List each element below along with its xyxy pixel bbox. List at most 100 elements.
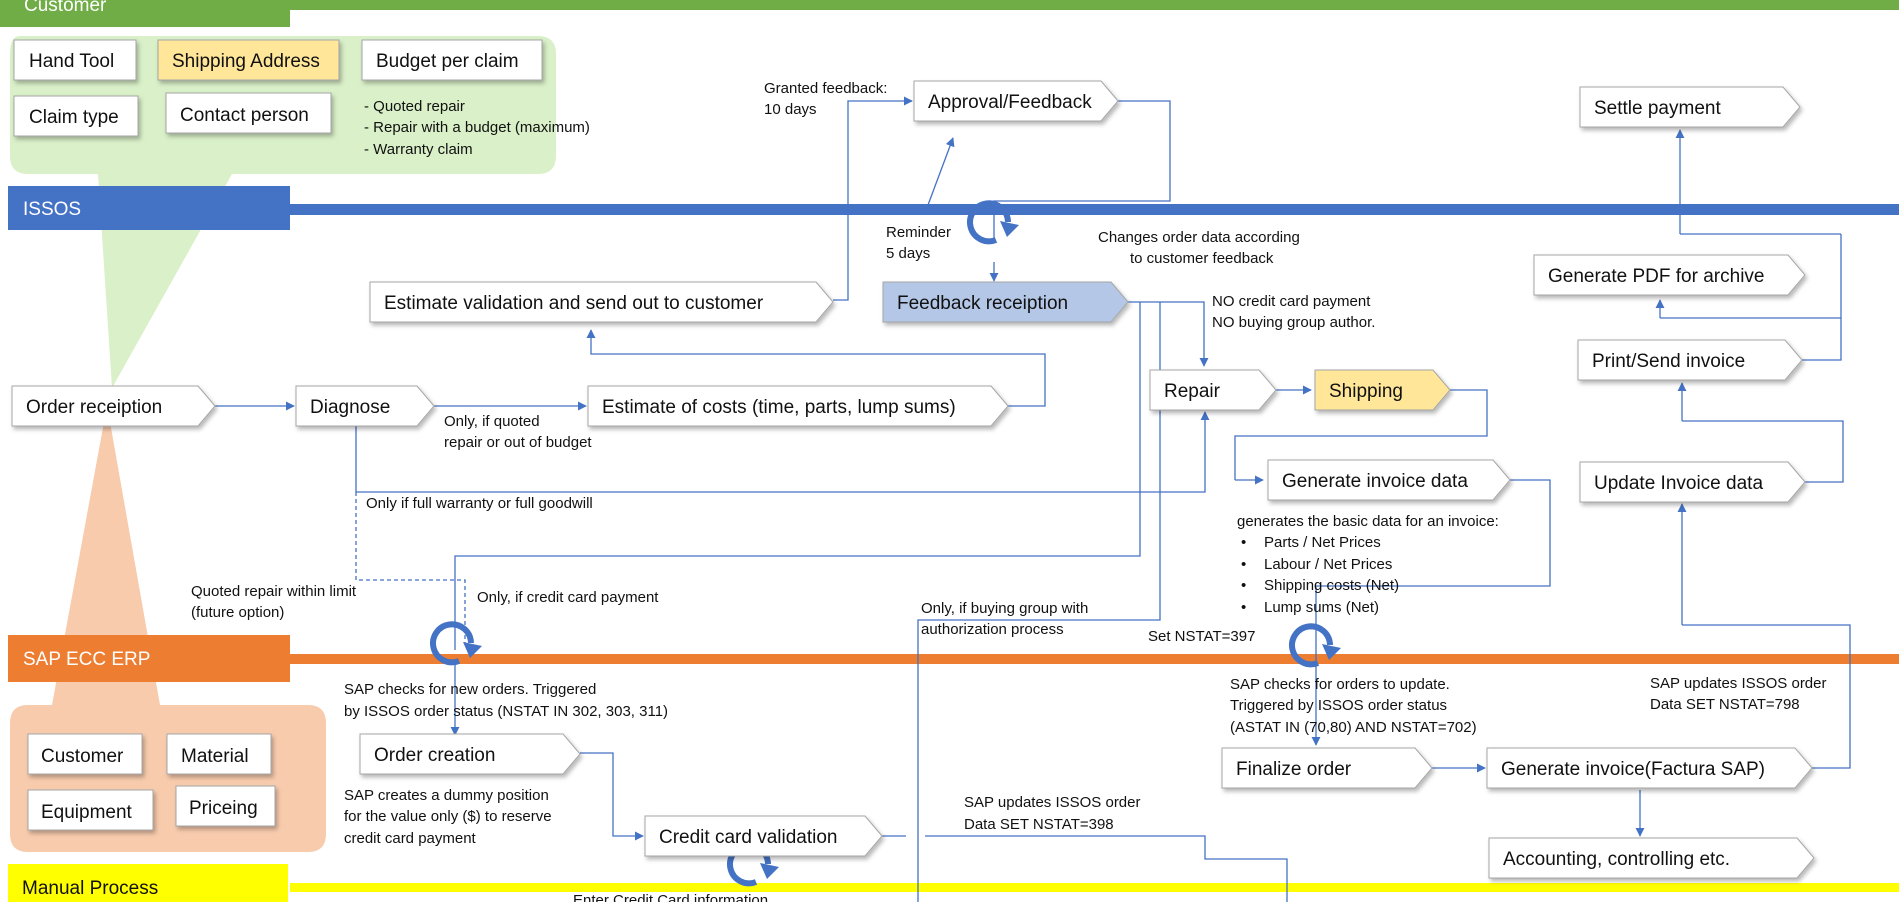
svg-text:Only, if quoted: Only, if quoted: [444, 413, 540, 430]
note-sap-dummy-position: SAP creates a dummy position for the val…: [344, 787, 552, 847]
note-sap-updates-798: SAP updates ISSOS order Data SET NSTAT=7…: [1650, 675, 1827, 713]
step-update-invoice-data: Update Invoice data: [1579, 461, 1806, 503]
svg-text:Estimate validation and send o: Estimate validation and send out to cust…: [384, 293, 764, 314]
note-only-full-warranty: Only if full warranty or full goodwill: [366, 495, 593, 512]
svg-text:credit card payment: credit card payment: [344, 830, 477, 847]
svg-text:- Repair with a budget (maximu: - Repair with a budget (maximum): [364, 119, 590, 136]
step-print-send-invoice: Print/Send invoice: [1577, 339, 1803, 381]
sap-lane-label: SAP ECC ERP: [23, 649, 150, 670]
step-settle-payment: Settle payment: [1579, 86, 1801, 128]
svg-text:Customer: Customer: [41, 746, 124, 767]
svg-text:- Quoted repair: - Quoted repair: [364, 98, 465, 115]
step-estimate-of-costs: Estimate of costs (time, parts, lump sum…: [587, 385, 1009, 427]
note-sap-updates-398: SAP updates ISSOS order Data SET NSTAT=3…: [964, 794, 1141, 833]
sap-data-priceing: Priceing: [175, 785, 276, 827]
refresh-icon: [1289, 623, 1341, 668]
step-generate-pdf: Generate PDF for archive: [1533, 254, 1806, 296]
step-feedback-receiption: Feedback receiption: [882, 281, 1129, 323]
sap-lane-line: [290, 654, 1899, 664]
note-only-credit-card: Only, if credit card payment: [477, 589, 659, 606]
customer-callout: [10, 36, 556, 388]
note-granted-feedback: Granted feedback: 10 days: [764, 80, 887, 118]
customer-data-claim-type: Claim type: [13, 95, 139, 137]
step-approval-feedback: Approval/Feedback: [913, 80, 1119, 122]
svg-text:Data SET NSTAT=398: Data SET NSTAT=398: [964, 816, 1114, 833]
svg-text:Update Invoice data: Update Invoice data: [1594, 473, 1763, 494]
issos-lane-line: [290, 204, 1899, 215]
issos-lane-header: [8, 186, 290, 230]
svg-text:Accounting, controlling etc.: Accounting, controlling etc.: [1503, 849, 1730, 870]
manual-lane-line: [290, 883, 1899, 892]
svg-text:Shipping costs (Net): Shipping costs (Net): [1264, 577, 1399, 594]
svg-text:SAP updates ISSOS order: SAP updates ISSOS order: [964, 794, 1141, 811]
customer-lane-header: [0, 0, 290, 27]
svg-text:Data SET NSTAT=798: Data SET NSTAT=798: [1650, 696, 1800, 713]
sap-lane-header: [8, 635, 290, 682]
svg-text:to customer feedback: to customer feedback: [1130, 250, 1274, 267]
note-enter-credit-card: Enter Credit Card information: [573, 892, 768, 902]
svg-text:Budget per claim: Budget per claim: [376, 51, 519, 72]
svg-text:Material: Material: [181, 746, 249, 767]
svg-text:(ASTAT IN (70,80) AND NSTAT=70: (ASTAT IN (70,80) AND NSTAT=702): [1230, 719, 1477, 736]
svg-text:5 days: 5 days: [886, 245, 930, 262]
refresh-icon: [430, 621, 482, 666]
svg-text:NO credit card payment: NO credit card payment: [1212, 293, 1371, 310]
step-generate-invoice: Generate invoice(Factura SAP): [1486, 747, 1813, 789]
note-quoted-within-limit: Quoted repair within limit (future optio…: [191, 583, 357, 621]
manual-lane-header: [8, 864, 288, 902]
svg-text:•: •: [1241, 556, 1246, 573]
svg-text:Order receiption: Order receiption: [26, 397, 162, 418]
svg-text:•: •: [1241, 534, 1246, 551]
svg-text:by ISSOS order status (NSTAT I: by ISSOS order status (NSTAT IN 302, 303…: [344, 703, 668, 720]
sap-data-material: Material: [166, 733, 272, 775]
customer-lane-label: Customer: [24, 0, 107, 16]
svg-text:Repair: Repair: [1164, 381, 1221, 402]
svg-text:Generate PDF for archive: Generate PDF for archive: [1548, 266, 1764, 287]
issos-lane-label: ISSOS: [23, 199, 81, 220]
step-credit-card-validation: Credit card validation: [644, 815, 883, 857]
step-order-creation: Order creation: [359, 733, 581, 775]
svg-text:Order creation: Order creation: [374, 745, 495, 766]
svg-text:Granted feedback:: Granted feedback:: [764, 80, 887, 97]
svg-text:(future option): (future option): [191, 604, 284, 621]
note-sap-checks-new: SAP checks for new orders. Triggered by …: [344, 681, 668, 720]
svg-text:Hand Tool: Hand Tool: [29, 51, 114, 72]
svg-text:Diagnose: Diagnose: [310, 397, 390, 418]
svg-text:authorization process: authorization process: [921, 621, 1064, 638]
svg-text:Shipping Address: Shipping Address: [172, 51, 320, 72]
customer-lane-line: [290, 0, 1899, 10]
customer-data-hand-tool: Hand Tool: [13, 39, 137, 81]
svg-text:Equipment: Equipment: [41, 802, 133, 823]
step-finalize-order: Finalize order: [1221, 747, 1433, 789]
manual-lane-label: Manual Process: [22, 878, 158, 899]
note-only-if-quoted: Only, if quoted repair or out of budget: [444, 413, 592, 451]
svg-text:SAP checks for new orders. Tri: SAP checks for new orders. Triggered: [344, 681, 596, 698]
svg-text:Only, if buying group with: Only, if buying group with: [921, 600, 1088, 617]
svg-text:Priceing: Priceing: [189, 798, 258, 819]
svg-text:Finalize order: Finalize order: [1236, 759, 1352, 780]
svg-text:Triggered by ISSOS order statu: Triggered by ISSOS order status: [1230, 697, 1447, 714]
customer-data-shipping-address: Shipping Address: [157, 39, 340, 81]
customer-data-budget-per-claim: Budget per claim: [361, 39, 543, 81]
step-order-receiption: Order receiption: [11, 385, 216, 427]
svg-text:Shipping: Shipping: [1329, 381, 1403, 402]
svg-text:Feedback receiption: Feedback receiption: [897, 293, 1068, 314]
svg-text:Contact person: Contact person: [180, 105, 309, 126]
svg-text:Labour / Net Prices: Labour / Net Prices: [1264, 556, 1392, 573]
svg-text:for the value only ($) to rese: for the value only ($) to reserve: [344, 808, 552, 825]
svg-text:SAP creates a dummy position: SAP creates a dummy position: [344, 787, 549, 804]
svg-text:Generate invoice(Factura SAP): Generate invoice(Factura SAP): [1501, 759, 1765, 780]
note-invoice-basic-data: generates the basic data for an invoice:…: [1237, 513, 1499, 616]
svg-text:•: •: [1241, 599, 1246, 616]
note-sap-checks-update: SAP checks for orders to update. Trigger…: [1230, 676, 1477, 736]
refresh-icon: [967, 200, 1019, 245]
step-estimate-validation: Estimate validation and send out to cust…: [369, 281, 834, 323]
sap-data-customer: Customer: [27, 733, 143, 775]
customer-data-contact-person: Contact person: [165, 92, 332, 134]
step-shipping: Shipping: [1314, 369, 1451, 411]
svg-text:Credit card validation: Credit card validation: [659, 827, 837, 848]
svg-text:•: •: [1241, 577, 1246, 594]
step-accounting: Accounting, controlling etc.: [1488, 837, 1815, 879]
svg-text:Changes order data according: Changes order data according: [1098, 229, 1300, 246]
